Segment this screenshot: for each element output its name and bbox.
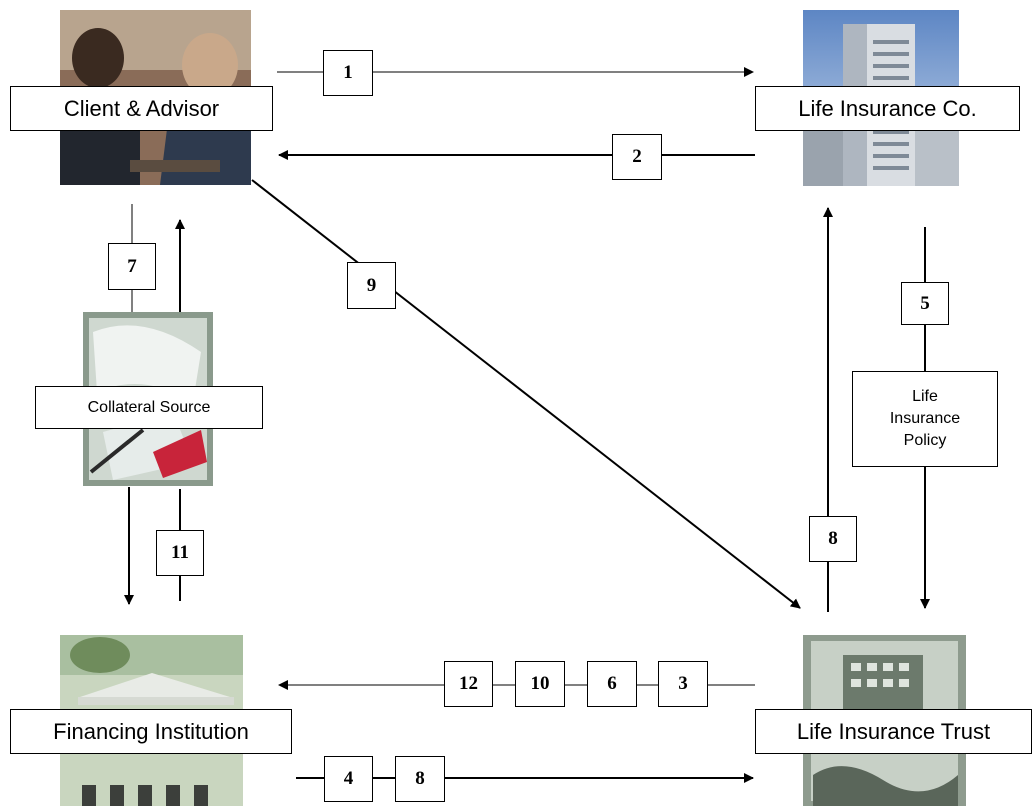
policy-line-1: Life: [912, 388, 938, 405]
step-10-box: 10: [515, 661, 565, 707]
life-insurance-co-label: Life Insurance Co.: [755, 86, 1020, 131]
policy-line-2: Insurance: [889, 410, 961, 427]
step-11-box: 11: [156, 530, 204, 576]
step-1-box: 1: [323, 50, 373, 96]
life-insurance-policy-box: Life Insurance Policy: [852, 371, 998, 467]
life-insurance-trust-label: Life Insurance Trust: [755, 709, 1032, 754]
step-6-box: 6: [587, 661, 637, 707]
policy-line-3: Policy: [903, 432, 947, 449]
step-5-box: 5: [901, 282, 949, 325]
step-3-box: 3: [658, 661, 708, 707]
financing-institution-label: Financing Institution: [10, 709, 292, 754]
client-advisor-label: Client & Advisor: [10, 86, 273, 131]
step-8-bottom-box: 8: [395, 756, 445, 802]
collateral-source-label: Collateral Source: [35, 386, 263, 429]
step-12-box: 12: [444, 661, 493, 707]
step-4-box: 4: [324, 756, 373, 802]
step-9-box: 9: [347, 262, 396, 309]
arrow-step-9: [251, 179, 801, 609]
step-8-up-box: 8: [809, 516, 857, 562]
step-7-box: 7: [108, 243, 156, 290]
step-2-box: 2: [612, 134, 662, 180]
